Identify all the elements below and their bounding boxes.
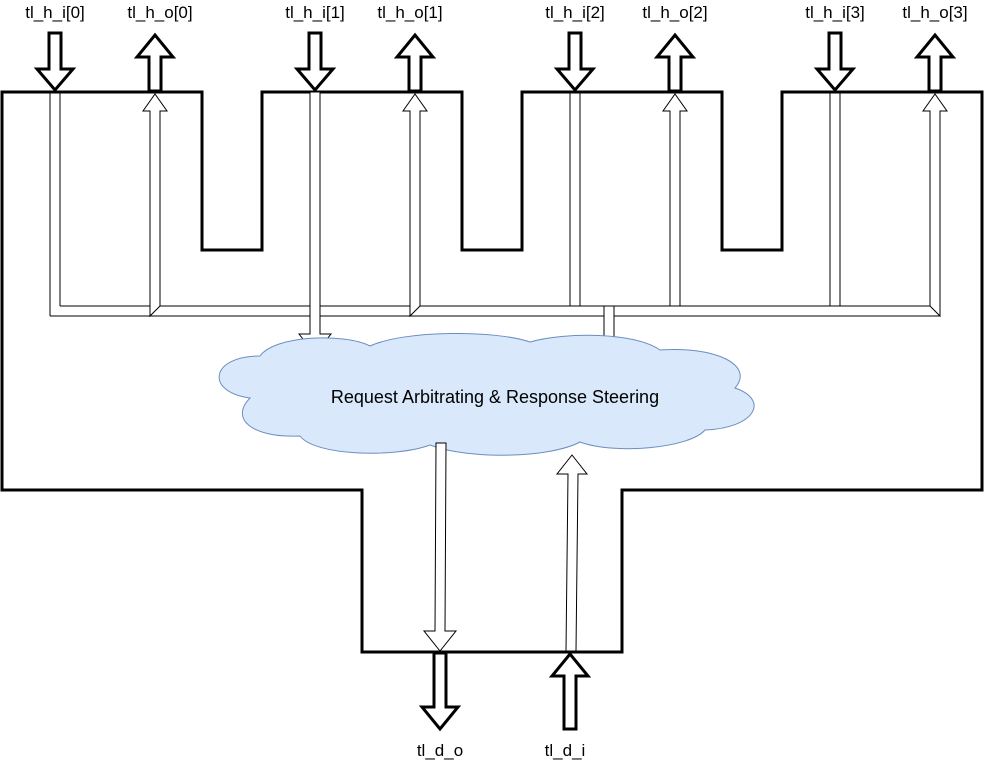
tl-h-o-2-arrow [653,32,697,93]
arbiter-cloud-label: Request Arbitrating & Response Steering [331,387,659,407]
tl-d-i-arrow [548,651,592,731]
host-port-2: tl_h_i[2] tl_h_o[2] [545,3,708,307]
tl-h-o-0-internal [142,93,168,318]
tl-h-i-0-arrow [33,31,77,93]
tl-d-o-internal [422,442,458,652]
tl-h-o-3-arrow [913,32,957,93]
arbiter-cloud: Request Arbitrating & Response Steering [218,332,755,456]
tl-d-i-label: tl_d_i [545,741,586,760]
tl-h-i-3-arrow [813,31,857,93]
host-port-1: tl_h_i[1] tl_h_o[1] [285,3,443,355]
tl-h-o-1-internal [402,93,428,318]
tl-h-i-2-label: tl_h_i[2] [545,3,605,22]
tl-h-o-3-label: tl_h_o[3] [902,3,967,22]
tl-h-i-1-label: tl_h_i[1] [285,3,345,22]
device-ports: tl_d_o tl_d_i [417,651,592,760]
host-port-0: tl_h_i[0] tl_h_o[0] [25,3,193,318]
tl-h-o-0-arrow [133,32,177,93]
tl-h-i-2-arrow [553,31,597,93]
tl-h-o-0-label: tl_h_o[0] [127,3,192,22]
tl-h-o-2-internal [662,93,688,307]
tl-h-i-1-arrow [293,31,337,93]
tl-d-o-arrow [418,651,462,732]
tl-d-i-internal [555,454,589,652]
arbiter-cloud-shape [218,332,755,456]
tl-h-o-3-internal [922,93,948,318]
tl-d-o-label: tl_d_o [417,741,463,760]
tl-h-i-0-label: tl_h_i[0] [25,3,85,22]
tl-h-o-1-label: tl_h_o[1] [377,3,442,22]
tl-h-i-3-label: tl_h_i[3] [805,3,865,22]
tl-h-o-2-label: tl_h_o[2] [642,3,707,22]
tl-h-o-1-arrow [393,32,437,93]
host-port-3: tl_h_i[3] tl_h_o[3] [805,3,968,318]
